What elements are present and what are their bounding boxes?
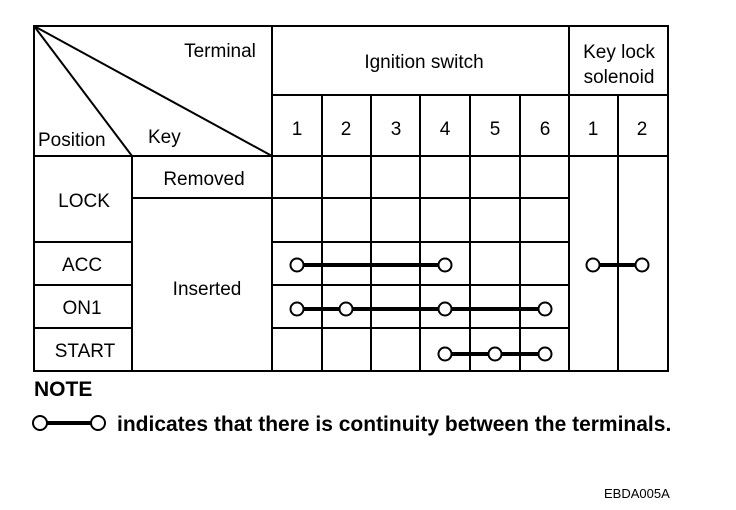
ignition-terminal-label: 3: [391, 119, 402, 140]
ignition-terminal-node: [289, 301, 305, 317]
ignition-terminal-node: [437, 257, 453, 273]
table-grid: [33, 25, 669, 372]
key-lock-solenoid-header: Key lock: [583, 42, 655, 63]
continuity-symbol-icon: [32, 415, 106, 431]
position-header: Position: [38, 130, 106, 151]
position-on1: ON1: [62, 298, 101, 319]
ignition-terminal-node: [487, 346, 503, 362]
ignition-terminal-label: 2: [341, 119, 352, 140]
ignition-terminal-label: 4: [440, 119, 451, 140]
note-text: indicates that there is continuity betwe…: [117, 413, 672, 436]
continuity-table: Terminal Position Key Ignition switch Ke…: [33, 25, 669, 372]
ignition-switch-header: Ignition switch: [364, 52, 483, 73]
ignition-terminal-node: [537, 346, 553, 362]
ignition-terminal-node: [338, 301, 354, 317]
position-lock: LOCK: [58, 191, 110, 212]
position-start: START: [55, 341, 116, 362]
ignition-terminal-label: 1: [292, 119, 303, 140]
ignition-terminal-label: 5: [490, 119, 501, 140]
key-header: Key: [148, 127, 181, 148]
ignition-terminal-node: [437, 301, 453, 317]
key-inserted: Inserted: [173, 279, 242, 300]
continuity-connections: [289, 257, 650, 362]
solenoid-terminal-label: 2: [637, 119, 648, 140]
solenoid-terminal-node: [585, 257, 601, 273]
figure-code: EBDA005A: [604, 486, 670, 501]
solenoid-terminal-node: [634, 257, 650, 273]
ignition-terminal-node: [537, 301, 553, 317]
ignition-terminal-node: [437, 346, 453, 362]
note-title: NOTE: [34, 378, 93, 401]
ignition-terminal-label: 6: [540, 119, 551, 140]
solenoid-terminal-label: 1: [588, 119, 599, 140]
key-removed: Removed: [163, 169, 244, 190]
terminal-header: Terminal: [184, 41, 256, 62]
position-acc: ACC: [62, 255, 102, 276]
key-lock-solenoid-header-line2: solenoid: [584, 67, 655, 88]
ignition-terminal-node: [289, 257, 305, 273]
